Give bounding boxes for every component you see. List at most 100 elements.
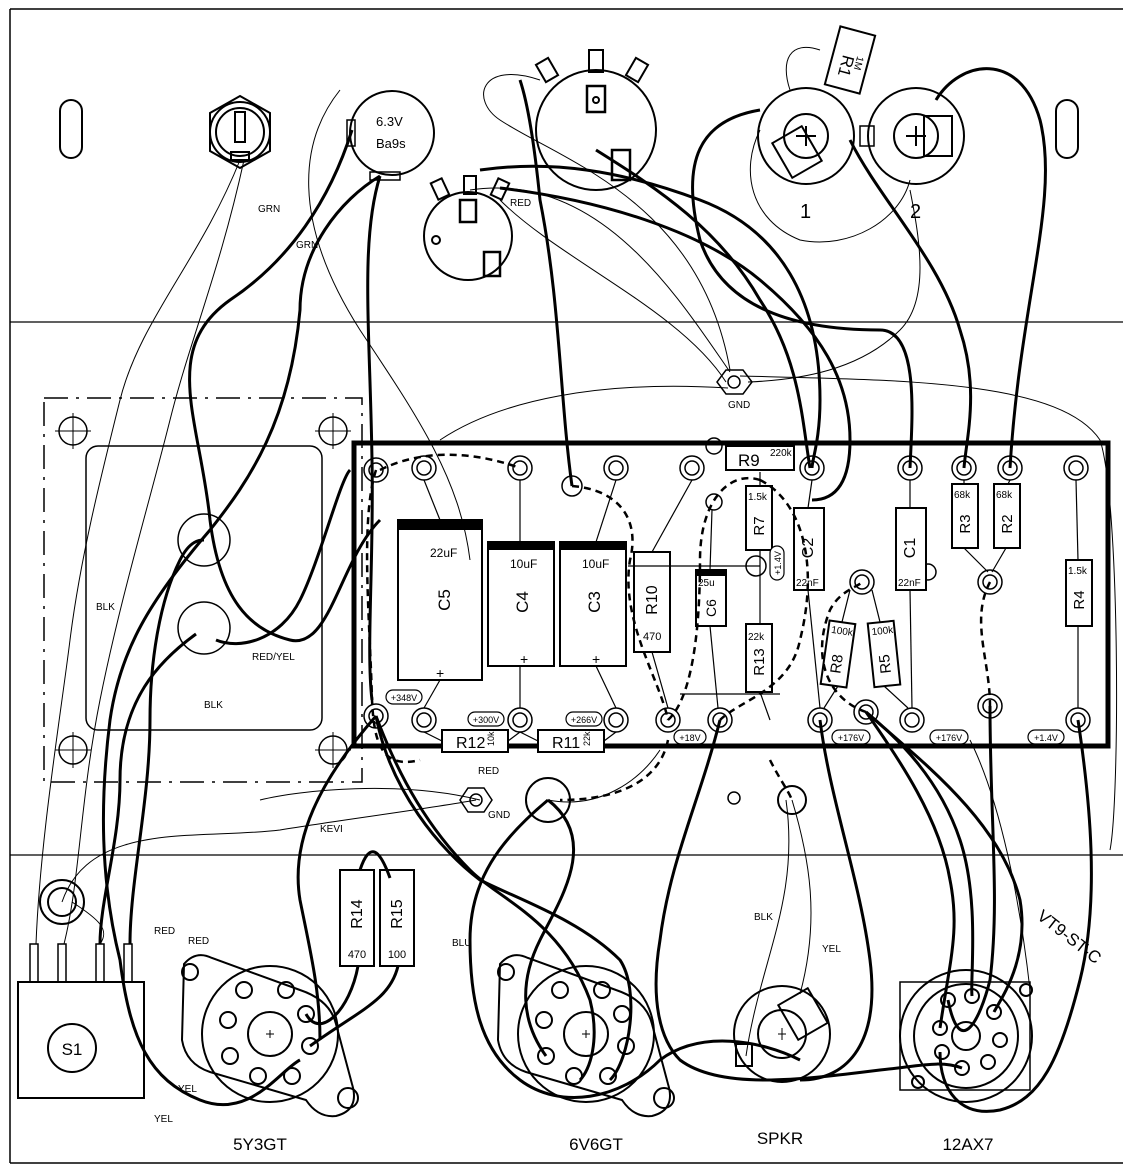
pot-2-label: 2 — [910, 201, 921, 223]
r8-ref-label: R8 — [827, 653, 847, 674]
resistor-r9: R9 220k — [725, 445, 795, 471]
tube-socket-12ax7 — [899, 969, 1033, 1103]
voltage-266: +266V — [571, 715, 597, 725]
voltage-18: +18V — [679, 733, 700, 743]
wire-label-blu: BLU — [452, 938, 471, 949]
r5-ref-label: R5 — [876, 653, 895, 674]
r14-value-label: 470 — [348, 949, 366, 961]
c4-ref-label: C4 — [513, 591, 532, 613]
ground-lug-mid — [459, 787, 493, 813]
c5-value-label: 22uF — [430, 546, 457, 560]
tube-socket-6v6gt — [496, 954, 675, 1118]
component-leads — [423, 472, 1079, 747]
resistor-r3: 68k R3 — [951, 483, 979, 549]
c4-plus-sign: + — [520, 651, 528, 667]
capacitor-c5: 22uF C5 + — [397, 519, 483, 681]
power-switch-s1: S1 — [17, 943, 145, 1099]
wire-label-kevi: KEVI — [320, 824, 343, 835]
r2-ref-label: R2 — [999, 514, 1016, 533]
voltage-176-b: +176V — [936, 733, 962, 743]
label-spkr: SPKR — [757, 1129, 803, 1148]
r13-value-label: 22k — [748, 632, 765, 643]
voltage-labels: +348V +300V +266V +18V +176V +176V +1.4V… — [385, 545, 1065, 745]
resistor-r12: R12 10k — [441, 729, 509, 753]
resistor-r11: R11 22k — [537, 729, 605, 753]
capacitor-c3: 10uF C3 + — [559, 541, 627, 667]
c1-value-label: 22nF — [898, 578, 921, 589]
binding-post — [39, 879, 85, 925]
r9-value-label: 220k — [770, 448, 793, 459]
r15-value-label: 100 — [388, 949, 406, 961]
c2-ref-label: C2 — [800, 538, 817, 559]
resistor-r10: R10 470 — [633, 551, 671, 653]
c5-ref-label: C5 — [435, 589, 454, 611]
c3-value-label: 10uF — [582, 557, 609, 571]
power-transformer — [43, 397, 363, 783]
mount-slot-right — [1055, 99, 1079, 159]
label-5y3gt: 5Y3GT — [233, 1135, 287, 1154]
wire-label-red-yel: RED/YEL — [252, 652, 295, 663]
wire-label-red-s1b: RED — [188, 936, 209, 947]
c3-ref-label: C3 — [585, 591, 604, 613]
resistor-r5: 100k R5 — [866, 619, 902, 689]
r7-ref-label: R7 — [751, 516, 768, 535]
wire-label-red-mid: RED — [478, 766, 499, 777]
wire-label-grn-1: GRN — [258, 204, 280, 215]
r12-ref-label: R12 — [456, 735, 485, 752]
r5-value-label: 100k — [871, 625, 895, 638]
voltage-348: +348V — [391, 693, 417, 703]
r9-ref-label: R9 — [738, 451, 760, 470]
lamp-bulb-label: Ba9s — [376, 136, 406, 151]
wire-label-gnd-top: GND — [728, 400, 750, 411]
r11-ref-label: R11 — [552, 735, 580, 752]
r3-ref-label: R3 — [957, 514, 974, 533]
pilot-lamp: 6.3V Ba9s — [346, 90, 435, 181]
turret-mid — [561, 437, 1003, 595]
chassis-frame — [9, 8, 1123, 1164]
c6-value-label: 25u — [698, 578, 715, 589]
r14-ref-label: R14 — [349, 899, 366, 928]
r3-value-label: 68k — [954, 490, 971, 501]
c5-plus-sign: + — [436, 665, 444, 681]
pot-1 — [757, 87, 855, 185]
capacitor-c4: 10uF C4 + — [487, 541, 555, 667]
potentiometer-small — [423, 175, 513, 281]
wire-label-blk-1: BLK — [96, 602, 115, 613]
r12-value-label: 10k — [486, 731, 496, 746]
chassis-hole-c — [777, 785, 807, 815]
resistor-r14: R14 470 — [339, 869, 375, 967]
resistor-r8: 100k R8 — [819, 619, 857, 689]
label-6v6gt: 6V6GT — [569, 1135, 623, 1154]
resistor-r13: 22k R13 — [745, 623, 773, 693]
pot-1-label: 1 — [800, 201, 811, 223]
resistor-r7: 1.5k R7 — [745, 485, 773, 551]
ground-lug-top — [716, 369, 753, 395]
r2-value-label: 68k — [996, 490, 1013, 501]
c1-ref-label: C1 — [902, 538, 919, 559]
switch-label: S1 — [62, 1040, 83, 1059]
wire-labels: GRN GRN RED GND GND BLK RED/YEL BLK RED … — [96, 198, 841, 1125]
r13-ref-label: R13 — [751, 648, 768, 676]
c3-plus-sign: + — [592, 651, 600, 667]
wire-label-yel-spkr: YEL — [822, 944, 841, 955]
voltage-176-a: +176V — [838, 733, 864, 743]
wiring-thin — [35, 46, 1118, 1057]
potentiometer-large — [534, 49, 657, 191]
r7-value-label: 1.5k — [748, 492, 768, 503]
pot-2 — [859, 87, 965, 185]
lamp-voltage-label: 6.3V — [376, 114, 403, 129]
board-id-label: VT9-ST-C — [1034, 906, 1105, 967]
wiring-heavy — [98, 67, 1093, 1113]
r10-value-label: 470 — [643, 631, 661, 643]
r11-value-label: 22k — [582, 731, 592, 746]
wire-label-blk-spkr: BLK — [754, 912, 773, 923]
wire-label-gnd-mid: GND — [488, 810, 510, 821]
voltage-300: +300V — [473, 715, 499, 725]
input-jack — [209, 94, 271, 170]
r15-ref-label: R15 — [389, 899, 406, 928]
speaker-jack — [733, 985, 831, 1083]
r4-value-label: 1.5k — [1068, 566, 1088, 577]
chassis-hole-b — [727, 791, 741, 805]
resistor-r4: 1.5k R4 — [1065, 559, 1093, 627]
resistor-r2: 68k R2 — [993, 483, 1021, 549]
